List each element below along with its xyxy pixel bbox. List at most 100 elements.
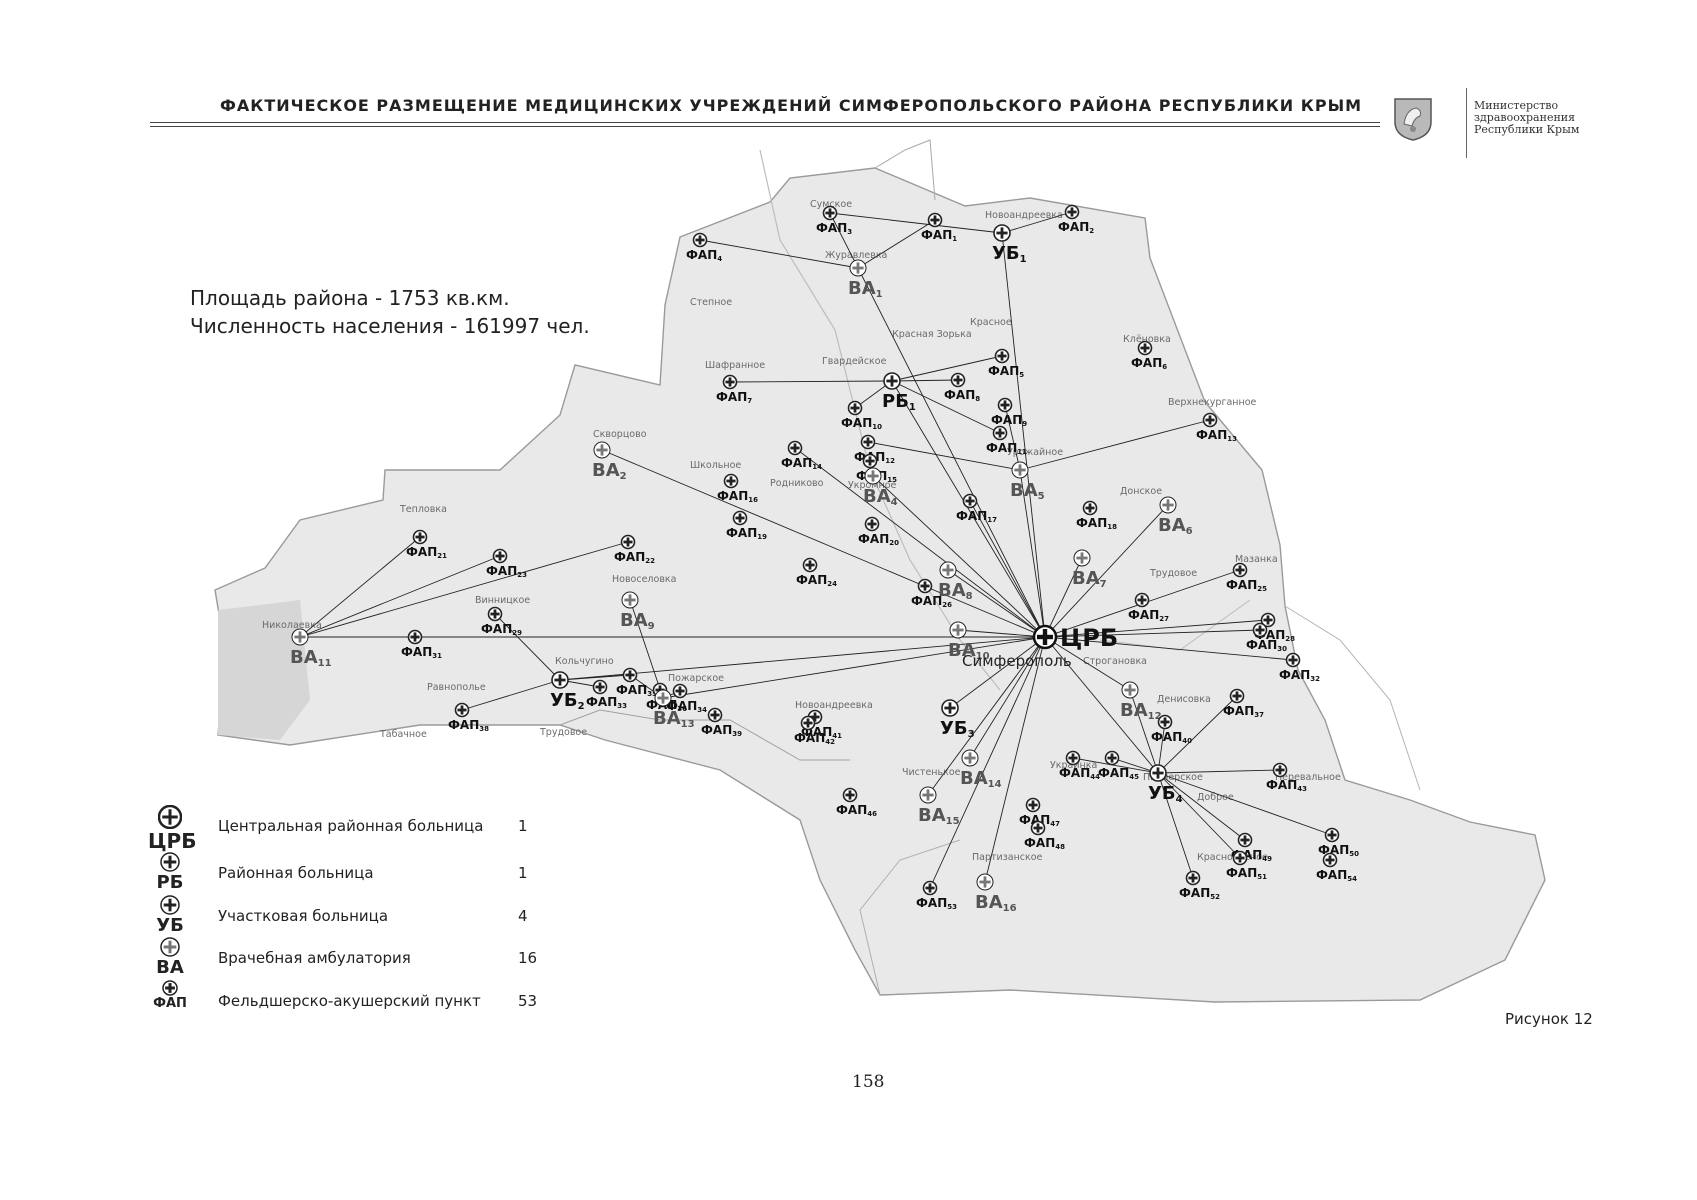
- facility-marker-фап: ФАП26: [911, 578, 952, 609]
- medical-cross-icon: [1137, 340, 1153, 356]
- facility-label: УБ2: [550, 690, 585, 712]
- medical-cross-icon: [1025, 797, 1041, 813]
- facility-label: ФАП40: [1151, 730, 1192, 745]
- place-name: Школьное: [690, 460, 741, 471]
- medical-cross-icon: [847, 400, 863, 416]
- place-name: Урожайное: [1007, 447, 1063, 458]
- medical-cross-icon: [1121, 681, 1139, 699]
- facility-label: ВА4: [863, 486, 898, 508]
- facility-label: ФАП19: [726, 526, 767, 541]
- medical-cross-icon: [291, 628, 309, 646]
- facility-label: ФАП39: [701, 723, 742, 738]
- connection-line: [1129, 689, 1159, 774]
- place-name: Клёновка: [1123, 334, 1171, 345]
- page-number: 158: [852, 1072, 885, 1092]
- legend-abbr: ЦРБ: [148, 829, 197, 853]
- ministry-line1: Министерство: [1474, 99, 1559, 112]
- medical-cross-icon: [160, 852, 180, 872]
- medical-cross-icon: [1159, 496, 1177, 514]
- connection-line: [1157, 769, 1281, 774]
- facility-marker-фап: ФАП32: [1279, 652, 1320, 683]
- facility-label: ФАП22: [614, 550, 655, 565]
- connection-line: [1044, 629, 1261, 638]
- header-rule-top: [150, 122, 1380, 123]
- connection-line: [1019, 469, 1046, 638]
- facility-label: ФАП1: [921, 228, 957, 243]
- medical-cross-icon: [1260, 612, 1276, 628]
- place-name: Шафранное: [705, 360, 765, 371]
- medical-cross-icon: [842, 787, 858, 803]
- facility-marker-ва: ВА6: [1158, 496, 1193, 537]
- facility-label: ВА16: [975, 892, 1017, 914]
- ministry-name: Министерство здравоохранения Республики …: [1474, 100, 1579, 136]
- medical-cross-icon: [950, 372, 966, 388]
- place-name: Укромное: [848, 480, 897, 491]
- connection-line: [984, 636, 1046, 883]
- connection-line: [299, 541, 629, 638]
- medical-cross-icon: [919, 786, 937, 804]
- medical-cross-icon: [692, 232, 708, 248]
- facility-marker-фап: ФАП18: [1076, 500, 1117, 531]
- legend-label: Центральная районная больница: [218, 817, 484, 835]
- facility-marker-фап: ФАП31: [401, 629, 442, 660]
- connection-line: [1019, 419, 1211, 471]
- legend-abbr: ВА: [156, 957, 184, 978]
- medical-cross-icon: [621, 591, 639, 609]
- connection-line: [461, 679, 561, 711]
- place-name: Тепловка: [399, 504, 447, 515]
- header-rule-bottom: [150, 126, 1380, 127]
- facility-marker-фап: ФАП44: [1059, 750, 1100, 781]
- facility-marker-ва: ВА7: [1072, 549, 1107, 590]
- facility-label: ФАП14: [781, 456, 822, 471]
- medical-cross-icon: [672, 683, 688, 699]
- crimea-emblem-icon: [1394, 98, 1432, 141]
- facility-label: ФАП7: [716, 390, 752, 405]
- facility-marker-ва: ВА10: [948, 621, 990, 662]
- connection-line: [957, 629, 1046, 638]
- medical-cross-icon: [1232, 850, 1248, 866]
- facility-label: ФАП6: [1131, 356, 1167, 371]
- legend-count: 16: [518, 949, 538, 967]
- facility-label: ФАП2: [1058, 220, 1094, 235]
- connection-line: [1001, 232, 1046, 638]
- place-name: Партизанское: [972, 852, 1043, 863]
- medical-cross-icon: [860, 434, 876, 450]
- medical-cross-icon: [157, 804, 183, 830]
- connection-line: [1157, 695, 1238, 774]
- medical-cross-icon: [1149, 764, 1167, 782]
- facility-label: ФАП42: [794, 731, 835, 746]
- medical-cross-icon: [160, 895, 180, 915]
- connection-line: [299, 555, 501, 638]
- medical-cross-icon: [864, 516, 880, 532]
- facility-label: ФАП34: [666, 699, 707, 714]
- medical-cross-icon: [1237, 832, 1253, 848]
- connection-line: [299, 536, 421, 638]
- connection-line: [857, 219, 936, 269]
- facility-label: ВА9: [620, 610, 655, 632]
- connection-line: [1044, 636, 1294, 661]
- legend-label: Фельдшерско-акушерский пункт: [218, 992, 481, 1010]
- place-name: Денисовка: [1157, 694, 1211, 705]
- medical-cross-icon: [787, 440, 803, 456]
- medical-cross-icon: [1065, 750, 1081, 766]
- medical-cross-icon: [962, 493, 978, 509]
- facility-marker-фап: ФАП22: [614, 534, 655, 565]
- place-name: Перевальное: [1275, 772, 1341, 783]
- medical-cross-icon: [917, 578, 933, 594]
- facility-label: ФАП43: [1266, 778, 1307, 793]
- place-name: Чистенькое: [902, 767, 961, 778]
- page-title: ФАКТИЧЕСКОЕ РАЗМЕЩЕНИЕ МЕДИЦИНСКИХ УЧРЕЖ…: [220, 96, 1363, 115]
- place-name: Скворцово: [593, 429, 647, 440]
- facility-label: ВА5: [1010, 480, 1045, 502]
- map-place-names: СумскоеНовоандреевкаЖуравлевкаСтепноеКра…: [262, 199, 1341, 863]
- facility-marker-ва: ВА4: [863, 467, 898, 508]
- connection-line: [1157, 772, 1246, 841]
- facility-marker-фап: ФАП19: [726, 510, 767, 541]
- facility-label: ФАП21: [406, 545, 447, 560]
- medical-cross-icon: [993, 224, 1011, 242]
- facility-marker-фап: ФАП2: [1058, 204, 1094, 235]
- facility-label: ФАП20: [858, 532, 899, 547]
- place-name: Трудовое: [1149, 568, 1197, 579]
- facility-marker-фап: ФАП11: [986, 425, 1027, 456]
- medical-cross-icon: [412, 529, 428, 545]
